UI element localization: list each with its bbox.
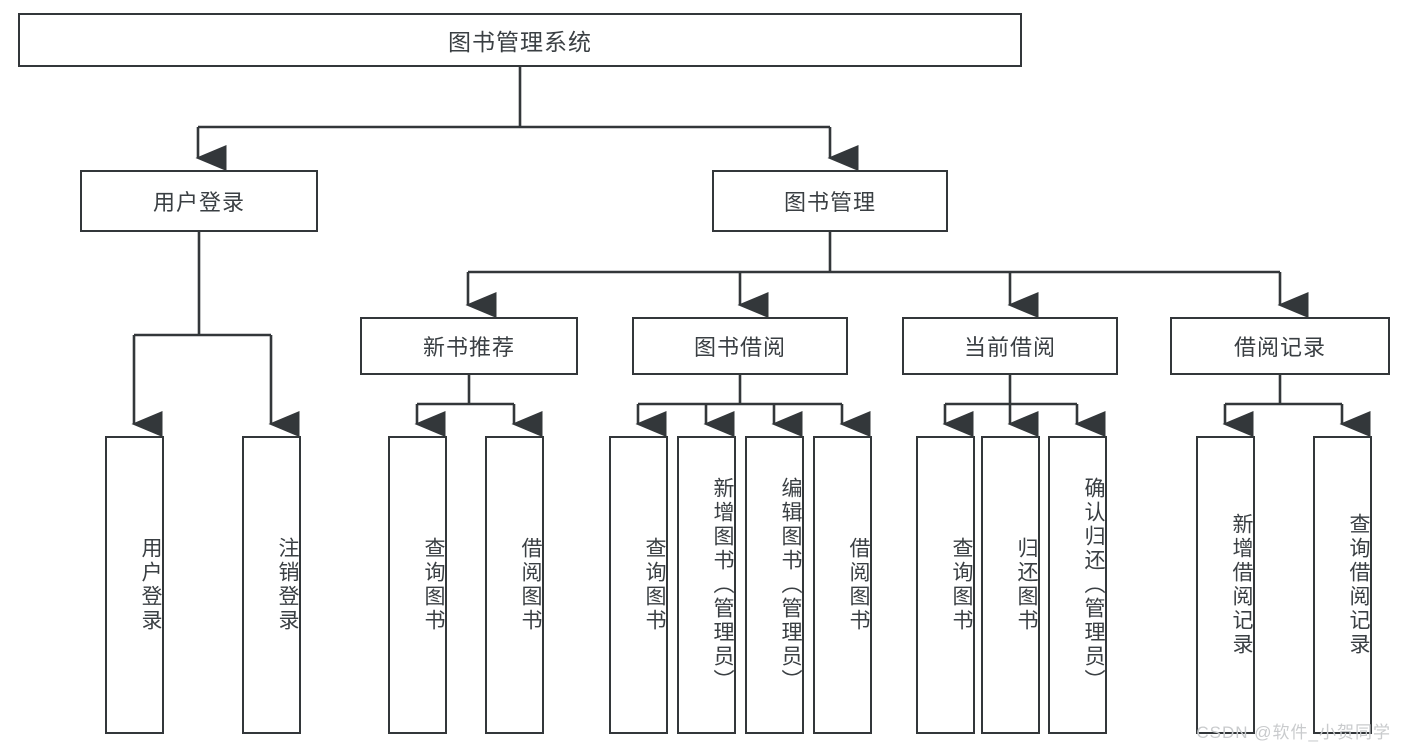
- node-label: 新增图书（管理员）: [711, 477, 734, 693]
- leaf-records-query-record[interactable]: 查询借阅记录: [1313, 436, 1372, 734]
- node-label: 借阅记录: [1233, 335, 1326, 360]
- leaf-current-confirm-return-admin[interactable]: 确认归还（管理员）: [1048, 436, 1107, 734]
- node-label: 编辑图书（管理员）: [779, 477, 802, 693]
- leaf-borrow-edit-book-admin[interactable]: 编辑图书（管理员）: [745, 436, 804, 734]
- node-label: 用户登录: [152, 190, 245, 215]
- leaf-borrow-query-book[interactable]: 查询图书: [609, 436, 668, 734]
- node-current-borrow[interactable]: 当前借阅: [902, 317, 1118, 375]
- leaf-borrow-add-book-admin[interactable]: 新增图书（管理员）: [677, 436, 736, 734]
- node-label: 借阅图书: [519, 537, 542, 633]
- node-label: 查询借阅记录: [1347, 513, 1370, 657]
- node-book-borrow[interactable]: 图书借阅: [632, 317, 848, 375]
- leaf-new-book-query[interactable]: 查询图书: [388, 436, 447, 734]
- node-root-system[interactable]: 图书管理系统: [18, 13, 1022, 67]
- node-label: 归还图书: [1015, 537, 1038, 633]
- node-label: 借阅图书: [847, 537, 870, 633]
- node-label: 当前借阅: [963, 335, 1056, 360]
- watermark: CSDN @软件_小贺同学: [1196, 723, 1391, 742]
- leaf-new-book-borrow[interactable]: 借阅图书: [485, 436, 544, 734]
- node-label: 图书借阅: [693, 335, 786, 360]
- node-book-management[interactable]: 图书管理: [712, 170, 948, 232]
- node-label: 查询图书: [643, 537, 666, 633]
- node-new-book-recommend[interactable]: 新书推荐: [360, 317, 578, 375]
- leaf-current-query-book[interactable]: 查询图书: [916, 436, 975, 734]
- node-label: 图书管理: [783, 190, 876, 215]
- leaf-user-login-logout[interactable]: 注销登录: [242, 436, 301, 734]
- leaf-user-login-login[interactable]: 用户登录: [105, 436, 164, 734]
- node-label: 查询图书: [950, 537, 973, 633]
- node-label: 图书管理系统: [448, 29, 592, 55]
- node-user-login[interactable]: 用户登录: [80, 170, 318, 232]
- node-label: 查询图书: [422, 537, 445, 633]
- node-label: 用户登录: [139, 537, 162, 633]
- node-label: 新书推荐: [422, 335, 515, 360]
- leaf-current-return-book[interactable]: 归还图书: [981, 436, 1040, 734]
- node-label: 注销登录: [276, 537, 299, 633]
- leaf-records-add-record[interactable]: 新增借阅记录: [1196, 436, 1255, 734]
- node-label: 新增借阅记录: [1230, 513, 1253, 657]
- node-label: 确认归还（管理员）: [1082, 477, 1105, 693]
- node-borrow-records[interactable]: 借阅记录: [1170, 317, 1390, 375]
- leaf-borrow-borrow-book[interactable]: 借阅图书: [813, 436, 872, 734]
